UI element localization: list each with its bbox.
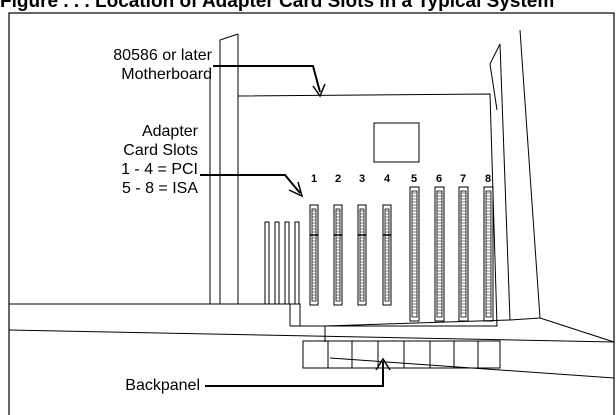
figure-title: Figure . . . Location of Adapter Card Sl… bbox=[0, 0, 555, 12]
slot-2-pci bbox=[333, 204, 343, 306]
motherboard-outline bbox=[237, 93, 498, 327]
backpanel-openings bbox=[302, 340, 501, 369]
backpanel-label: Backpanel bbox=[125, 376, 200, 395]
slot-number-1: 1 bbox=[311, 173, 317, 185]
slot-7-isa bbox=[458, 186, 469, 322]
motherboard-label: 80586 or later Motherboard bbox=[113, 46, 212, 84]
slot-number-2: 2 bbox=[335, 173, 341, 185]
slot-number-labels: 1 2 3 4 5 6 7 8 bbox=[311, 173, 491, 185]
motherboard-label-line1: 80586 or later bbox=[113, 47, 212, 64]
chassis-right-wall bbox=[8, 29, 615, 379]
adapter-card-slots bbox=[309, 186, 494, 322]
slot-1-pci bbox=[309, 204, 319, 306]
slot-4-pci bbox=[382, 204, 392, 306]
card-slots-label-line1: Adapter bbox=[141, 123, 198, 140]
card-slots-label-line4: 5 - 8 = ISA bbox=[121, 180, 198, 197]
backpanel-label-text: Backpanel bbox=[125, 377, 200, 394]
slot-number-5: 5 bbox=[411, 173, 417, 185]
processor-chip bbox=[373, 122, 420, 163]
slot-number-8: 8 bbox=[485, 173, 491, 185]
slot-6-isa bbox=[434, 186, 445, 322]
slot-5-isa bbox=[409, 186, 420, 322]
slot-number-4: 4 bbox=[384, 173, 391, 185]
card-slots-label-line3: 1 - 4 = PCI bbox=[121, 161, 198, 178]
figure-frame bbox=[8, 12, 615, 415]
slot-number-6: 6 bbox=[436, 173, 442, 185]
slot-3-pci bbox=[357, 204, 367, 306]
card-slots-label: Adapter Card Slots 1 - 4 = PCI 5 - 8 = I… bbox=[121, 122, 198, 198]
blank-slot-covers bbox=[264, 221, 300, 305]
motherboard-label-line2: Motherboard bbox=[121, 66, 212, 83]
slot-number-7: 7 bbox=[460, 173, 466, 185]
card-slots-label-line2: Card Slots bbox=[123, 142, 198, 159]
slot-8-isa bbox=[483, 186, 494, 322]
slot-number-3: 3 bbox=[359, 173, 365, 185]
callout-arrows bbox=[200, 65, 391, 387]
